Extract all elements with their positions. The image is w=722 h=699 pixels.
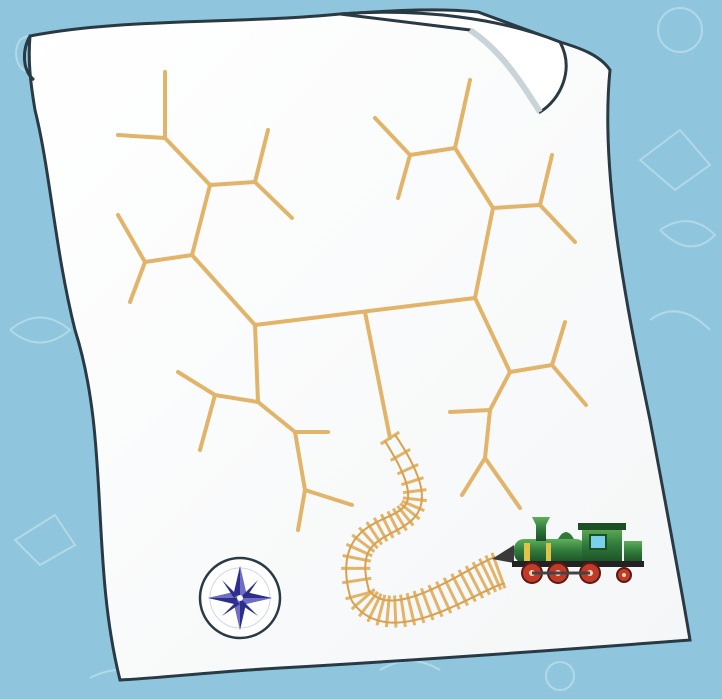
track-sleeper [396, 463, 419, 476]
track-sleeper [478, 558, 498, 593]
compass-rose-icon [198, 556, 282, 640]
track-sleeper [402, 488, 427, 495]
track-rail [345, 440, 505, 624]
track-sleeper [400, 476, 424, 487]
track-sleeper [464, 565, 485, 599]
railway-track [341, 430, 507, 628]
paper-sheet [23, 8, 692, 682]
track-sleeper [471, 561, 491, 596]
track-sleeper [389, 448, 411, 462]
track-sleeper [484, 554, 503, 591]
railway-branches [116, 70, 588, 532]
steam-locomotive-icon [492, 517, 644, 584]
track-rail [364, 434, 496, 602]
track-sleeper [379, 430, 401, 446]
